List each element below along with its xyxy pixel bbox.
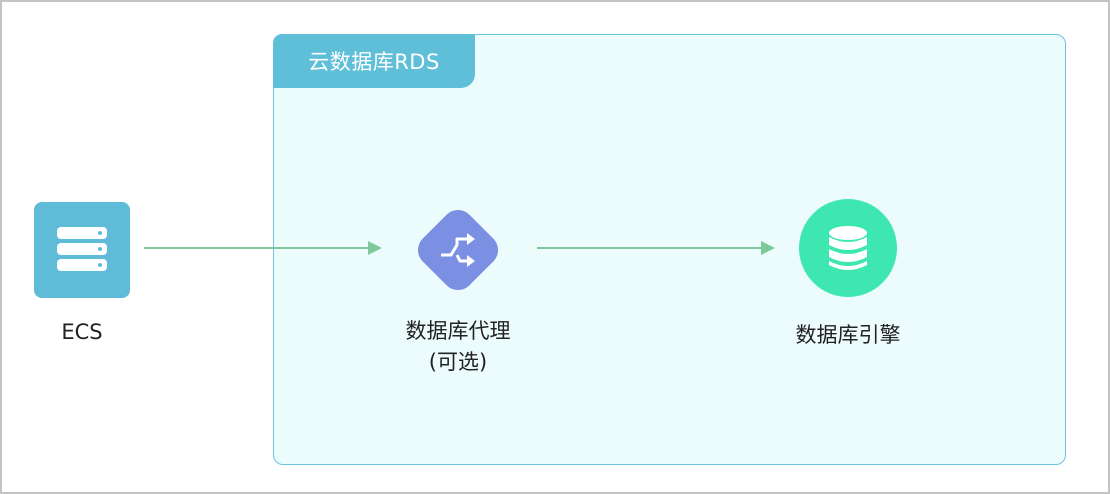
arrow-ecs-to-proxy: [144, 241, 382, 255]
database-icon: [799, 199, 897, 297]
database-engine-node: [799, 199, 897, 297]
arrow-proxy-to-engine: [537, 241, 775, 255]
database-engine-label: 数据库引擎: [795, 323, 901, 347]
ecs-label: ECS: [61, 320, 103, 344]
rds-group-title: 云数据库RDS: [273, 34, 475, 88]
database-proxy-label-line1: 数据库代理: [405, 319, 511, 343]
server-stack-icon: [34, 202, 130, 298]
database-proxy-label: 数据库代理 (可选): [378, 316, 538, 378]
ecs-node: [34, 202, 130, 298]
database-proxy-label-line2: (可选): [428, 350, 488, 374]
route-switch-icon: [403, 195, 513, 305]
rds-group: 云数据库RDS: [273, 34, 1066, 465]
database-proxy-node: [403, 195, 513, 305]
